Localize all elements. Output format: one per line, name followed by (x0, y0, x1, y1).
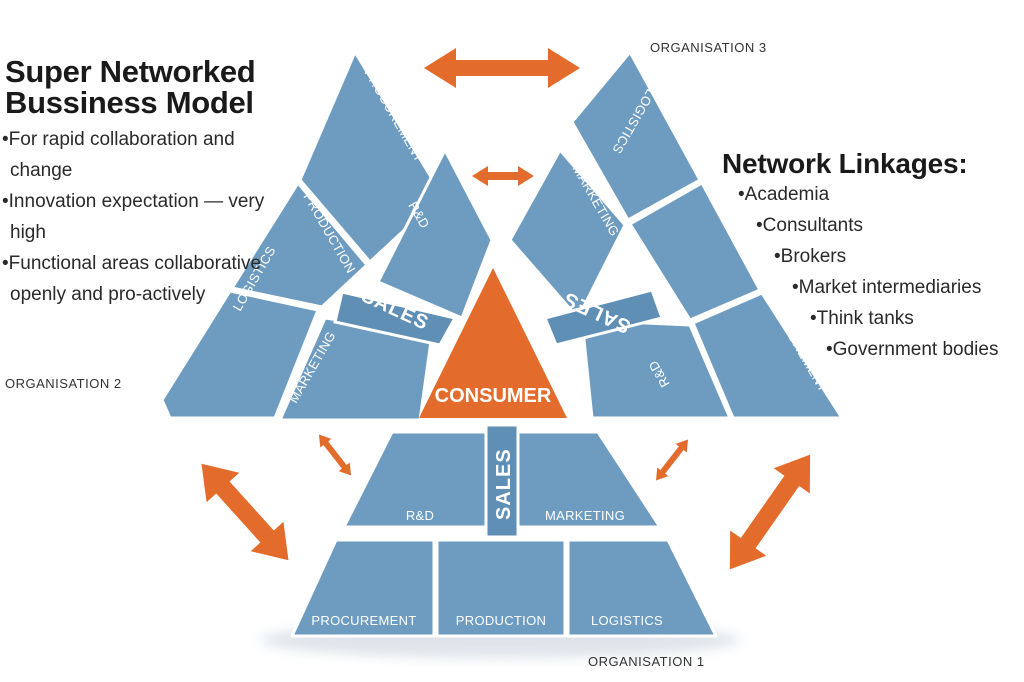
network-item: Consultants (756, 215, 863, 237)
org3-procurement-segment (691, 291, 844, 420)
network-item: Market intermediaries (792, 277, 982, 299)
org3-sales-bar (542, 288, 664, 347)
arrow-top-large (424, 48, 580, 88)
org1-marketing-label: MARKETING (545, 508, 625, 523)
org2-sales-bar (333, 290, 458, 347)
network-linkages-title: Network Linkages: (722, 148, 968, 179)
org1-logistics-segment (566, 538, 718, 638)
arrow-left-large (201, 463, 289, 561)
org2-procurement-segment (298, 50, 444, 264)
arrow-top-small (472, 166, 534, 186)
page-title: Super Networked Bussiness Model (5, 54, 256, 120)
org1-production-segment (435, 538, 567, 638)
consumer-label: CONSUMER (435, 385, 552, 407)
title-line-1: Super Networked (5, 54, 256, 89)
org3-rnd-segment (580, 318, 732, 420)
network-item: Government bodies (826, 339, 999, 361)
bullet-item: For rapid collaboration and change (2, 124, 272, 186)
bullet-item: Functional areas collaborative openly an… (2, 248, 272, 310)
org3-triangle (508, 50, 844, 420)
org1-sales-bar (484, 423, 520, 539)
org2-rnd-segment (376, 148, 494, 320)
network-item: Academia (738, 184, 830, 206)
arrow-right-large (729, 454, 811, 570)
arrow-right-small (655, 439, 689, 481)
org1-rnd-label: R&D (406, 508, 434, 523)
bullet-item: Innovation expectation — very high (2, 186, 272, 248)
arrow-left-small (318, 434, 352, 476)
org1-procurement-label: PROCUREMENT (311, 613, 416, 628)
org3-label: ORGANISATION 3 (650, 40, 767, 55)
org3-logistics-segment (570, 50, 702, 222)
network-item: Think tanks (810, 308, 914, 330)
org1-production-label: PRODUCTION (456, 613, 546, 628)
org1-label: ORGANISATION 1 (588, 654, 705, 669)
title-line-2: Bussiness Model (5, 85, 254, 120)
org1-logistics-label: LOGISTICS (591, 613, 663, 628)
consumer-triangle (419, 268, 567, 418)
org1-pyramid (290, 423, 718, 638)
org2-label: ORGANISATION 2 (5, 376, 122, 391)
network-item: Brokers (774, 246, 846, 268)
org2-logistics-segment (160, 289, 320, 420)
feature-bullet-list: For rapid collaboration and change Innov… (2, 124, 272, 310)
org3-production-segment (628, 181, 762, 322)
org1-sales-label: SALES (493, 448, 515, 520)
org1-procurement-segment (290, 538, 436, 638)
